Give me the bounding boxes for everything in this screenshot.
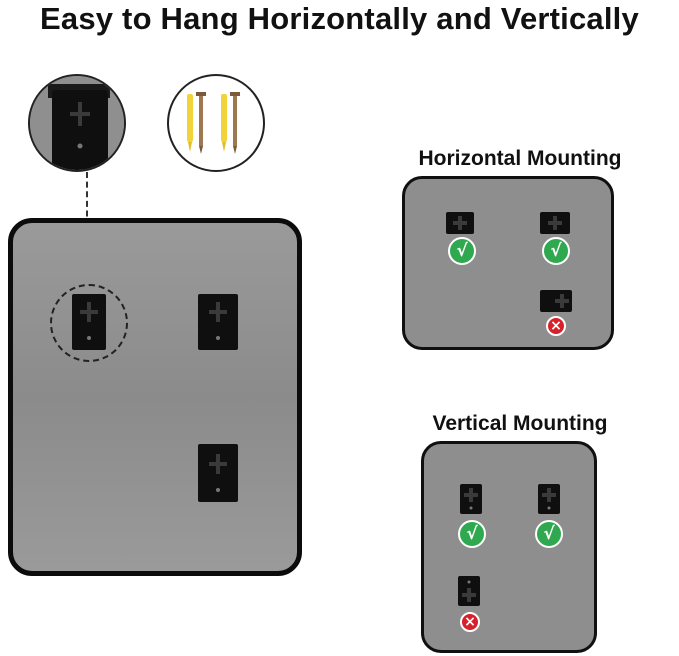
horizontal-panel [402,176,614,350]
wall-bracket [460,484,482,514]
bracket-icon [542,488,556,510]
wall-bracket [198,294,238,350]
bracket-icon [453,216,467,230]
cross-badge-icon: × [460,612,480,632]
page-title: Easy to Hang Horizontally and Vertically [40,1,639,36]
wall-bracket [458,576,480,606]
bracket-icon [209,454,227,492]
screws-anchors-callout [167,74,265,172]
wall-bracket [540,290,572,312]
wall-bracket [446,212,474,234]
horizontal-mounting-heading: Horizontal Mounting [418,147,622,170]
bracket-icon [548,216,562,230]
check-badge-icon: √ [535,520,563,548]
check-badge-icon: √ [542,237,570,265]
bracket-icon [80,302,98,340]
wall-bracket [72,294,106,350]
bracket-icon [462,580,476,602]
cross-badge-icon: × [546,316,566,336]
bracket-closeup-icon [30,76,124,170]
vertical-panel [421,441,597,653]
mirror-large-panel [8,218,302,576]
bracket-icon [555,294,569,308]
bracket-icon [209,302,227,340]
wall-bracket [538,484,560,514]
bracket-zoom-callout [28,74,126,172]
screw-anchor-icon [187,92,240,154]
check-badge-icon: √ [458,520,486,548]
bracket-icon [464,488,478,510]
bracket-highlight-circle [50,284,128,362]
wall-bracket [540,212,570,234]
vertical-mounting-heading: Vertical Mounting [432,412,608,435]
wall-bracket [198,444,238,502]
check-badge-icon: √ [448,237,476,265]
